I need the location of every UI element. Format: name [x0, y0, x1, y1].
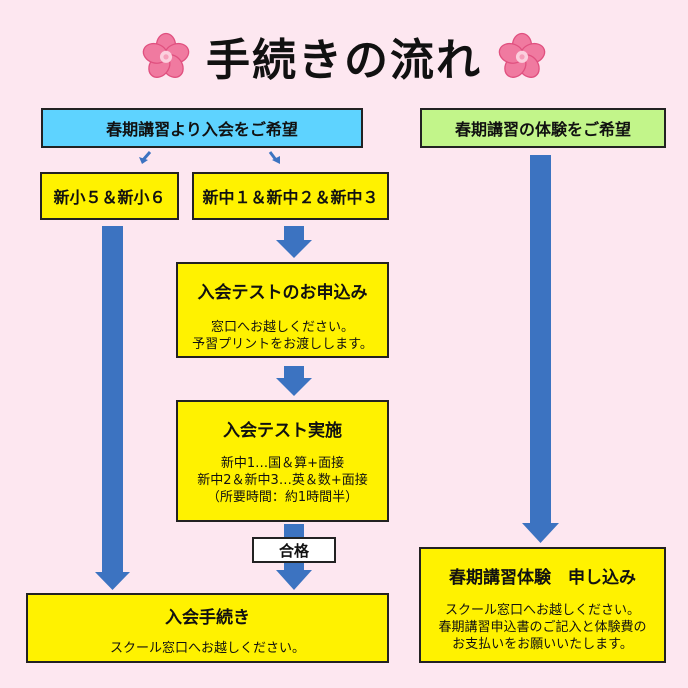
elementary-box: 新小５＆新小６	[40, 172, 179, 220]
trial-line: スクール窓口へお越しください。	[444, 603, 640, 618]
small-arrow-to-junior-head	[272, 156, 280, 164]
arrow-junior-to-application	[276, 226, 312, 258]
application-line: 窓口へお越しください。	[210, 320, 354, 335]
enrollment-line: スクール窓口へお越しください。	[109, 641, 305, 656]
pass-label-text: 合格	[278, 541, 309, 560]
trial-line: 春期講習申込書のご記入と体験費の	[438, 620, 647, 635]
sakura-flower-icon	[142, 32, 190, 78]
test-line: 新中2＆新中3…英＆数+面接	[197, 473, 368, 488]
sakura-flower-icon	[498, 32, 546, 78]
test-step-box: 入会テスト実施 新中1…国＆算+面接 新中2＆新中3…英＆数+面接 （所要時間：…	[176, 400, 389, 522]
page-title: 手続きの流れ	[206, 35, 482, 86]
right-header-trial: 春期講習の体験をご希望	[420, 108, 666, 148]
trial-body: スクール窓口へお越しください。 春期講習申込書のご記入と体験費の お支払いをお願…	[438, 602, 646, 653]
enrollment-step-box: 入会手続き スクール窓口へお越しください。	[26, 593, 389, 663]
trial-line: お支払いをお願いいたします。	[452, 637, 633, 652]
left-header-label: 春期講習より入会をご希望	[106, 120, 298, 139]
application-body: 窓口へお越しください。 予習プリントをお渡しします。	[192, 319, 373, 353]
junior-label: 新中１＆新中２＆新中３	[202, 188, 379, 207]
test-heading: 入会テスト実施	[223, 421, 342, 441]
enrollment-heading: 入会手続き	[165, 608, 250, 628]
junior-box: 新中１＆新中２＆新中３	[192, 172, 389, 220]
pass-label: 合格	[252, 537, 336, 563]
arrow-right-header-to-trial	[522, 155, 559, 543]
test-line: （所要時間：約1時間半）	[206, 490, 359, 505]
small-arrow-to-elementary	[141, 151, 152, 161]
elementary-label: 新小５＆新小６	[53, 188, 166, 207]
application-heading: 入会テストのお申込み	[197, 283, 368, 303]
page-title-row: 手続きの流れ	[0, 26, 688, 86]
right-header-label: 春期講習の体験をご希望	[454, 120, 631, 139]
application-step-box: 入会テストのお申込み 窓口へお越しください。 予習プリントをお渡しします。	[176, 262, 389, 358]
trial-step-box: 春期講習体験 申し込み スクール窓口へお越しください。 春期講習申込書のご記入と…	[419, 547, 666, 663]
enrollment-body: スクール窓口へお越しください。	[110, 640, 305, 657]
application-line: 予習プリントをお渡しします。	[192, 337, 373, 352]
small-arrow-to-elementary-head	[139, 157, 148, 164]
trial-heading: 春期講習体験 申し込み	[449, 568, 636, 588]
arrow-elementary-to-enrollment	[95, 226, 130, 590]
arrow-application-to-test	[276, 366, 312, 396]
test-body: 新中1…国＆算+面接 新中2＆新中3…英＆数+面接 （所要時間：約1時間半）	[197, 455, 367, 506]
test-line: 新中1…国＆算+面接	[220, 456, 345, 471]
left-header-enroll: 春期講習より入会をご希望	[41, 108, 363, 148]
